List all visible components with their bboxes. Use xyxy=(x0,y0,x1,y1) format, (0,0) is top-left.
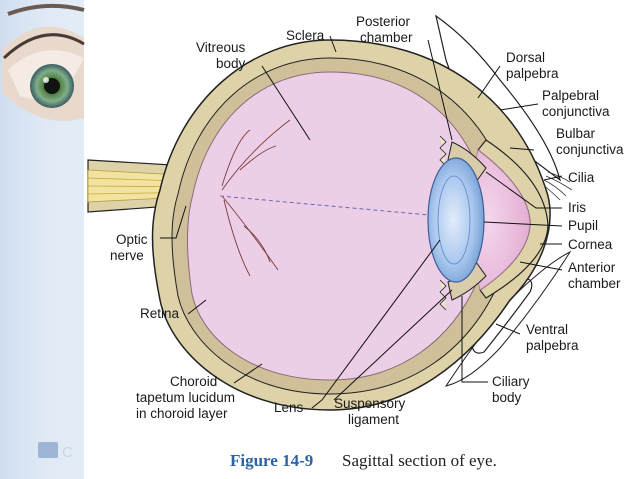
label-ciliary-body-2: body xyxy=(492,390,522,405)
labels: Sclera Posterior chamber Vitreous body D… xyxy=(110,14,624,427)
label-bulbar-conjunctiva-1: Bulbar xyxy=(556,126,596,141)
label-vitreous-2: body xyxy=(216,56,246,71)
label-choroid-1: Choroid xyxy=(170,374,217,389)
label-palpebral-conjunctiva-2: conjunctiva xyxy=(542,104,610,119)
label-choroid-3: in choroid layer xyxy=(136,406,228,421)
figure-caption: Figure 14-9 Sagittal section of eye. xyxy=(230,451,497,470)
label-posterior-chamber-1: Posterior xyxy=(356,14,411,29)
label-suspensory-ligament-1: Suspensory xyxy=(334,396,406,411)
logo-icon: C xyxy=(38,442,73,461)
label-dorsal-palpebra-1: Dorsal xyxy=(506,50,545,65)
retinal-vessels xyxy=(221,119,291,277)
label-lens: Lens xyxy=(274,400,304,415)
label-iris: Iris xyxy=(568,200,586,215)
lens-nucleus xyxy=(437,175,471,265)
ciliary-body-shape xyxy=(439,135,447,311)
label-bulbar-conjunctiva-2: conjunctiva xyxy=(556,142,624,157)
label-retina: Retina xyxy=(140,306,180,321)
label-cilia: Cilia xyxy=(568,170,595,185)
eye-photo-icon xyxy=(2,3,85,121)
caption-text: Sagittal section of eye. xyxy=(342,451,497,470)
lens-shape xyxy=(427,157,485,283)
label-ciliary-body-1: Ciliary xyxy=(492,374,530,389)
label-ventral-palpebra-2: palpebra xyxy=(526,338,579,353)
label-vitreous-1: Vitreous xyxy=(196,40,246,55)
visual-axis xyxy=(219,195,441,217)
label-cornea: Cornea xyxy=(568,237,613,252)
label-optic-nerve-1: Optic xyxy=(116,232,148,247)
logo-text: C xyxy=(62,444,73,461)
caption-figure-number: Figure 14-9 xyxy=(230,451,313,470)
label-ventral-palpebra-1: Ventral xyxy=(526,322,568,337)
label-anterior-chamber-1: Anterior xyxy=(568,260,616,275)
label-sclera: Sclera xyxy=(286,28,325,43)
vitreous-body-shape xyxy=(187,71,483,381)
label-anterior-chamber-2: chamber xyxy=(568,276,621,291)
label-posterior-chamber-2: chamber xyxy=(360,30,413,45)
label-optic-nerve-2: nerve xyxy=(110,248,144,263)
label-palpebral-conjunctiva-1: Palpebral xyxy=(542,88,599,103)
label-suspensory-ligament-2: ligament xyxy=(348,412,399,427)
label-pupil: Pupil xyxy=(568,218,598,233)
label-dorsal-palpebra-2: palpebra xyxy=(506,66,559,81)
leader-lines xyxy=(160,35,563,409)
label-choroid-2: tapetum lucidum xyxy=(136,390,235,405)
